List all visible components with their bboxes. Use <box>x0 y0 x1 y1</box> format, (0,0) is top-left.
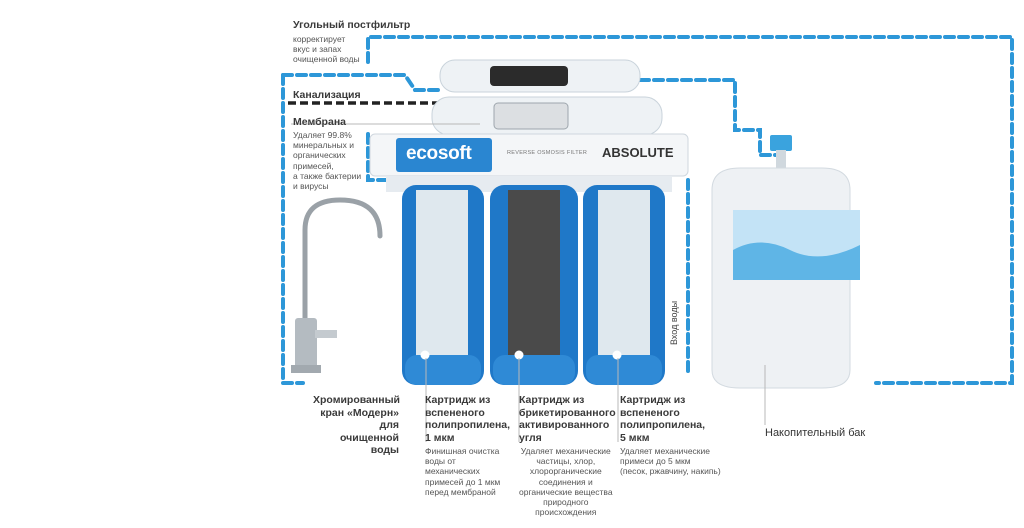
cartridge-2-title: Картридж из брикетированного активирован… <box>519 394 616 444</box>
faucet-title: Хромированный кран «Модерн» для очищенно… <box>313 394 401 457</box>
logo-panel <box>396 138 492 172</box>
cartridge-3-desc: Удаляет механические примеси до 5 мкм (п… <box>620 446 721 477</box>
brand-logo: ecosoft <box>406 143 472 164</box>
faucet-handle <box>315 330 337 338</box>
tank-feed-line <box>638 78 782 157</box>
cartridge-2 <box>490 185 578 385</box>
postfilter-carbon <box>490 66 568 86</box>
leader-lines <box>291 123 766 442</box>
membrane-desc: Удаляет 99.8% минеральных и органических… <box>293 130 362 191</box>
faucet-body <box>295 318 317 368</box>
faucet <box>302 197 383 333</box>
tank-water <box>733 242 860 280</box>
postfilter-desc: корректирует вкус и запах очищенной воды <box>293 34 360 65</box>
water-flow-lines <box>281 35 1014 385</box>
water-inlet-label: Вход воды <box>669 300 679 345</box>
plate-caption: REVERSE OSMOSIS FILTER <box>507 150 588 156</box>
membrane-title: Мембрана <box>293 116 346 128</box>
membrane-line <box>366 132 402 182</box>
outer-loop-line <box>366 35 1014 385</box>
cartridge-1 <box>402 185 484 385</box>
clean-water-line-left <box>281 73 305 385</box>
clean-water-line-top <box>281 73 442 92</box>
membrane-element <box>493 102 569 130</box>
cartridge-2-desc: Удаляет механические частицы, хлор, хлор… <box>519 446 613 518</box>
cartridge-3 <box>583 185 665 385</box>
cartridge-1-title: Картридж из вспененого полипропилена, 1 … <box>425 394 511 444</box>
tank-valve <box>770 135 792 151</box>
faucet-base <box>291 365 321 373</box>
model-name: ABSOLUTE <box>602 145 674 160</box>
drain-title: Канализация <box>293 89 361 101</box>
postfilter-title: Угольный постфильтр <box>293 19 411 31</box>
cartridge-3-title: Картридж из вспененого полипропилена, 5 … <box>620 394 706 444</box>
tank-neck <box>776 150 786 170</box>
cartridge-1-desc: Финишная очистка воды от механических пр… <box>425 446 501 497</box>
tank-label: Накопительный бак <box>765 427 866 439</box>
